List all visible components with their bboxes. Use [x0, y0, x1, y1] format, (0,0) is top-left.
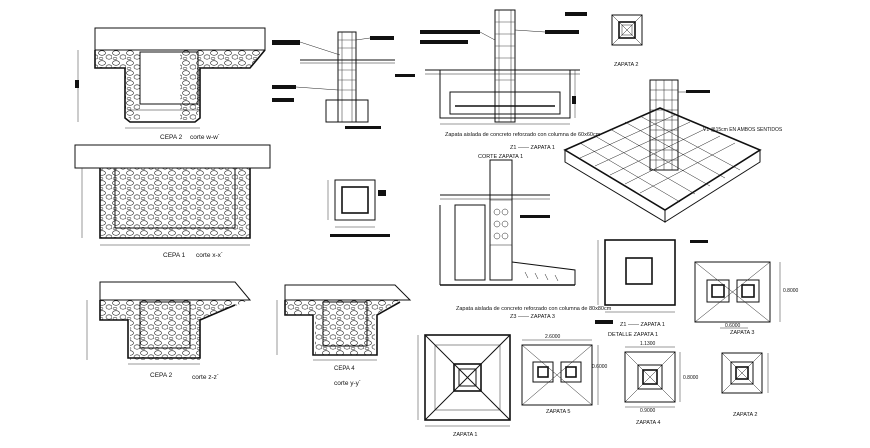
zapata4-label: ZAPATA 4	[636, 420, 660, 426]
corte-xx-label: corte x-x´	[196, 252, 223, 259]
z3-side-dim: 0.8000	[783, 288, 799, 294]
zapata3-plan: 0.8000 0.6000 ZAPATA 3	[694, 261, 799, 336]
zapata2-bottom-label: ZAPATA 2	[733, 412, 757, 418]
z4-side-dim: 0.8000	[683, 375, 699, 381]
detalle-zapata1-plan: Z1 —— ZAPATA 1 DETALLE ZAPATA 1	[595, 239, 708, 338]
cepa2-top-label: CEPA 2	[160, 134, 183, 141]
zapata4-plan: 1.1300 0.8000 0.9000 ZAPATA 4	[624, 341, 699, 426]
detalle-zapata1-label: DETALLE ZAPATA 1	[608, 332, 658, 338]
cepa2-ww-section: CEPA 2 corte w-w´	[75, 27, 266, 141]
z3-zapata3-tag: Z3 —— ZAPATA 3	[510, 314, 555, 320]
cepa1-label: CEPA 1	[163, 252, 186, 259]
zapata3-section: Zapata aislada de concreto reforzado con…	[439, 159, 612, 320]
corte-ww-label: corte w-w´	[190, 134, 220, 141]
zapata5-label: ZAPATA 5	[546, 409, 570, 415]
zapata3-label: ZAPATA 3	[730, 330, 754, 336]
zapata-aislada-1-note: Zapata aislada de concreto reforzado con…	[445, 132, 601, 138]
corte-zz-label: corte z-z´	[192, 374, 219, 381]
isometric-reinforcement: V1 @15cm EN AMBOS SENTIDOS	[563, 79, 783, 223]
corte-zapata1: Zapata aislada de concreto reforzado con…	[420, 9, 601, 160]
z4-top-dim: 1.1300	[640, 341, 656, 347]
z4-bottom-dim: 0.9000	[640, 408, 656, 414]
varilla-note: V1 @15cm EN AMBOS SENTIDOS	[703, 127, 783, 133]
z5-top-dim: 2.6000	[545, 334, 561, 340]
corte-yy-label: corte y-y´	[334, 380, 361, 387]
z1-zapata1-tag: Z1 —— ZAPATA 1	[510, 145, 555, 151]
zapata1-plan: ZAPATA 1	[417, 334, 511, 438]
cepa2-zz-section: CEPA 2 corte z-z´	[86, 281, 252, 381]
corte-zapata1-label: CORTE ZAPATA 1	[478, 154, 523, 160]
z3-top-dim: 0.6000	[725, 323, 741, 329]
cepa4-yy-section: CEPA 4 corte y-y´	[276, 284, 412, 387]
zapata2-bottom-plan: ZAPATA 2	[721, 352, 769, 418]
cepa4-label: CEPA 4	[334, 366, 355, 372]
cepa1-xx-section: CEPA 1 corte x-x´	[74, 144, 271, 259]
column-plan-detail	[327, 179, 390, 237]
z5-side-dim: 0.6000	[592, 364, 608, 370]
zapata5-plan: 2.6000 0.6000 ZAPATA 5	[521, 334, 608, 415]
zapata2-top-plan: ZAPATA 2	[611, 14, 643, 68]
cepa2-bottom-label: CEPA 2	[150, 372, 173, 379]
zapata2-top-label: ZAPATA 2	[614, 62, 638, 68]
column-base-detail	[272, 31, 415, 129]
zapata1-bottom-label: ZAPATA 1	[453, 432, 477, 438]
z1-detalle-tag: Z1 —— ZAPATA 1	[620, 322, 665, 328]
zapata-aislada-3-note: Zapata aislada de concreto reforzado con…	[456, 306, 612, 312]
